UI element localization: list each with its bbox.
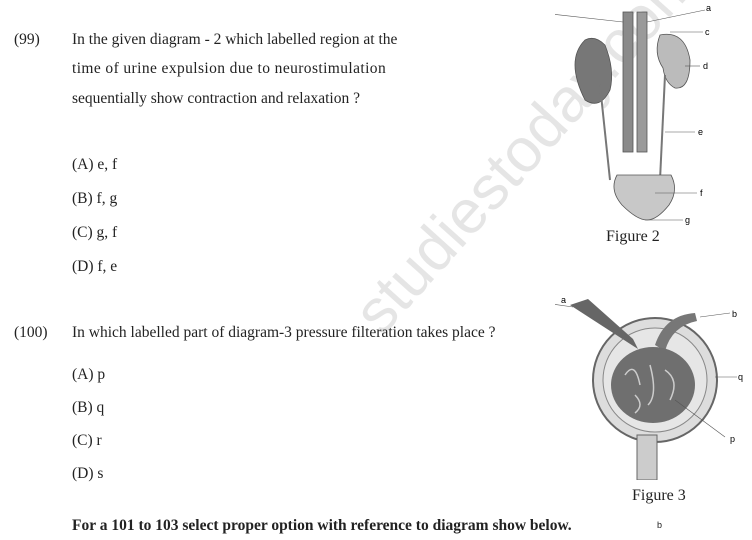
svg-text:b: b: [732, 309, 737, 319]
figure-2-urinary-system: a b c d e f g: [555, 3, 711, 225]
svg-text:f: f: [700, 188, 703, 198]
option-c: (C) r: [72, 432, 102, 449]
option-c: (C) g, f: [72, 224, 118, 241]
instruction-text: For a 101 to 103 select proper option wi…: [72, 517, 572, 534]
question-number: (100): [14, 324, 48, 341]
question-text-line: time of urine expulsion due to neurostim…: [72, 60, 387, 77]
svg-text:a: a: [706, 3, 711, 13]
figure-3-glomerulus: a b q p: [555, 295, 743, 480]
question-text: In which labelled part of diagram-3 pres…: [72, 324, 496, 341]
option-a: (A) e, f: [72, 156, 118, 173]
figure-3-caption: Figure 3: [632, 487, 686, 504]
svg-text:q: q: [738, 372, 743, 382]
svg-text:a: a: [561, 295, 566, 305]
next-figure-label: b: [657, 520, 663, 530]
option-b: (B) q: [72, 399, 105, 416]
question-text-line: sequentially show contraction and relaxa…: [72, 90, 360, 107]
figure-2-caption: Figure 2: [606, 228, 660, 245]
svg-text:p: p: [730, 434, 735, 444]
svg-text:c: c: [705, 27, 710, 37]
option-d: (D) f, e: [72, 258, 118, 275]
option-b: (B) f, g: [72, 190, 118, 207]
option-a: (A) p: [72, 366, 106, 383]
question-text-line: In the given diagram - 2 which labelled …: [72, 31, 398, 48]
svg-text:d: d: [703, 61, 708, 71]
question-number: (99): [14, 31, 40, 48]
svg-text:g: g: [685, 215, 690, 225]
option-d: (D) s: [72, 465, 104, 482]
svg-text:e: e: [698, 127, 703, 137]
